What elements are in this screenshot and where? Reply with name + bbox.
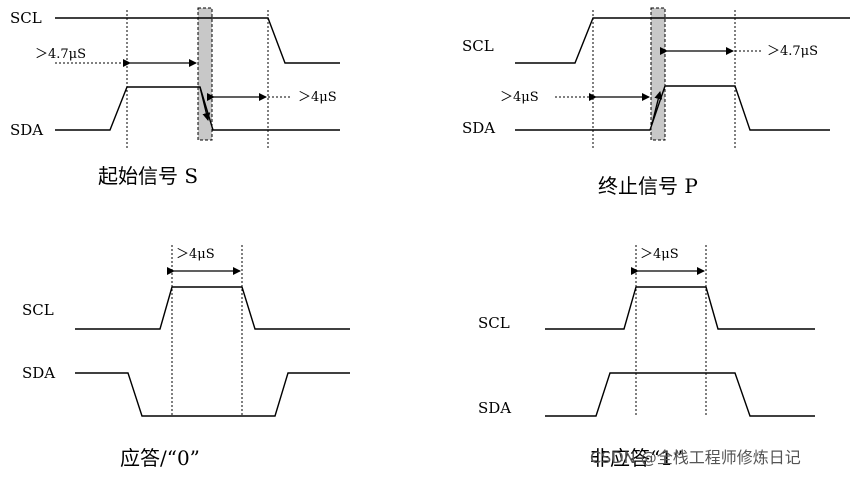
ack-diagram: ＞4μS SCL SDA 应答/“0”	[22, 245, 350, 470]
ack-scl-waveform	[75, 286, 350, 330]
nack-scl-waveform	[545, 286, 815, 330]
start-thd-label: ＞4μS	[298, 90, 337, 105]
start-scl-label: SCL	[10, 9, 42, 27]
stop-tbuf-label: ＞4μS	[500, 90, 539, 105]
ack-sda-waveform	[75, 372, 350, 417]
start-sda-waveform	[55, 86, 340, 131]
nack-diagram: ＞4μS SCL SDA 非应答“1”	[478, 245, 815, 470]
stop-tsu-label: ＞4.7μS	[767, 44, 818, 59]
ack-timing-label: ＞4μS	[176, 247, 215, 262]
nack-sda-waveform	[545, 372, 815, 417]
stop-caption: 终止信号 P	[598, 174, 698, 198]
nack-timing-label: ＞4μS	[640, 247, 679, 262]
stop-sda-label: SDA	[462, 119, 495, 137]
stop-condition-diagram: SCL SDA ＞4.7μS ＞4μS 终止信号 P	[462, 7, 850, 198]
ack-caption: 应答/“0”	[120, 446, 200, 470]
nack-scl-label: SCL	[478, 314, 510, 332]
stop-scl-label: SCL	[462, 37, 494, 55]
nack-sda-label: SDA	[478, 399, 511, 417]
ack-scl-label: SCL	[22, 301, 54, 319]
ack-sda-label: SDA	[22, 364, 55, 382]
stop-sda-rise-arrow	[651, 91, 663, 125]
start-tsu-label: ＞4.7μS	[35, 47, 86, 62]
nack-caption: 非应答“1”	[590, 446, 683, 470]
stop-scl-waveform	[515, 17, 850, 64]
start-caption: 起始信号 S	[98, 164, 198, 188]
stop-highlight-bar	[650, 7, 666, 141]
start-sda-label: SDA	[10, 121, 43, 139]
start-highlight-bar	[197, 7, 213, 141]
start-scl-waveform	[55, 17, 340, 64]
start-condition-diagram: SCL SDA ＞4.7μS ＞4μS 起始信号 S	[10, 7, 340, 188]
stop-sda-waveform	[515, 85, 830, 131]
watermark: CSDN @全栈工程师修炼日记	[590, 448, 801, 467]
start-sda-fall-arrow	[199, 86, 211, 121]
